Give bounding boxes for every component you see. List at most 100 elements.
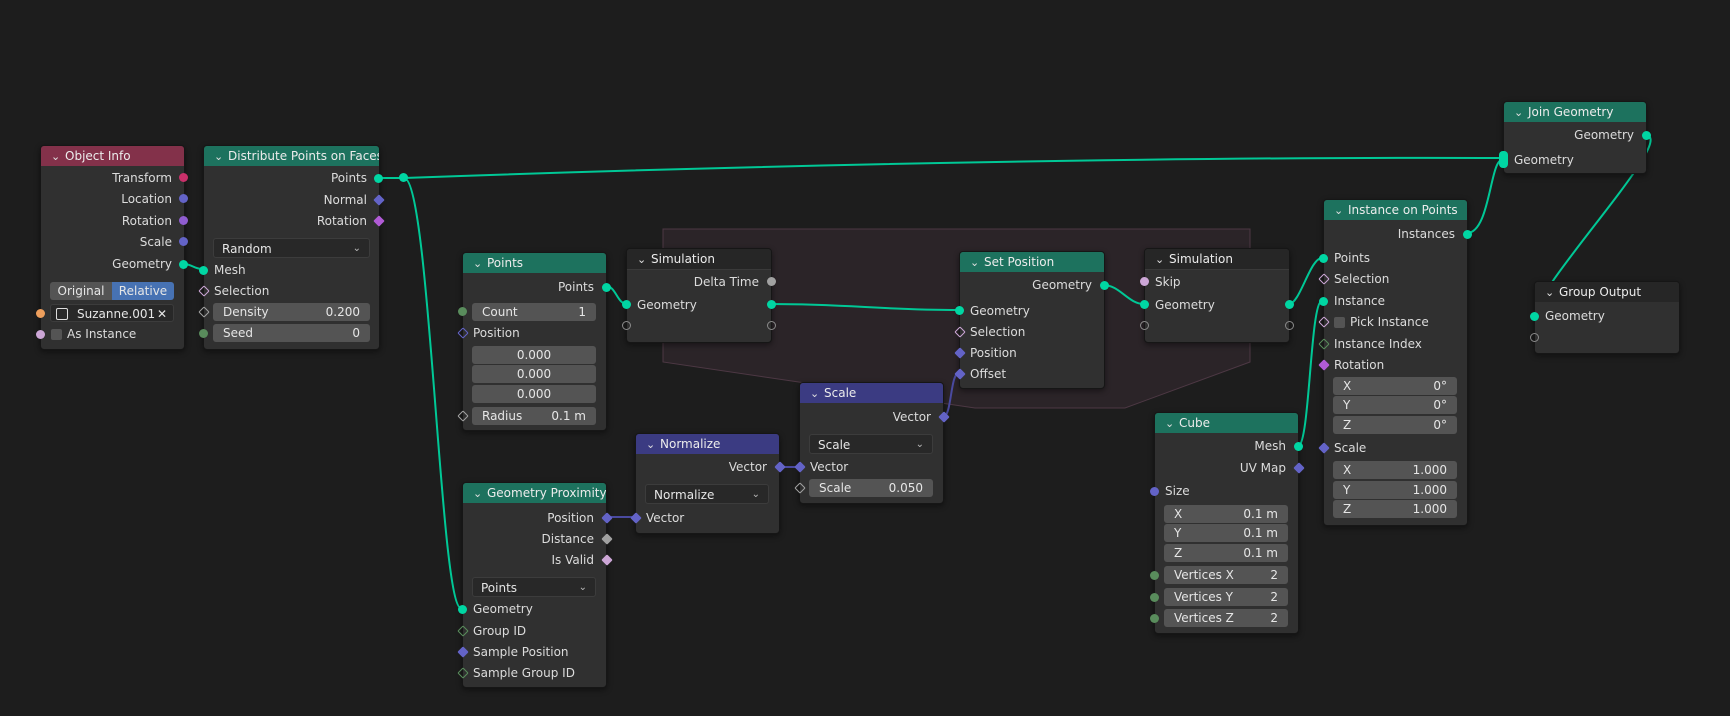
chevron-down-icon[interactable]: ⌄	[1514, 106, 1524, 119]
node-instance-on-points[interactable]: ⌄Instance on Points Instances Points Sel…	[1318, 199, 1472, 526]
input-socket-geometry[interactable]	[1530, 312, 1539, 321]
input-socket-geometry[interactable]	[622, 300, 631, 309]
output-socket-points[interactable]	[602, 283, 611, 292]
chevron-down-icon[interactable]: ⌄	[1334, 204, 1344, 217]
input-socket-size[interactable]	[1150, 487, 1159, 496]
input-socket-geometry[interactable]	[1140, 300, 1149, 309]
input-socket-mesh[interactable]	[199, 266, 208, 275]
input-socket-empty[interactable]	[1140, 321, 1149, 330]
output-socket-mesh[interactable]	[1294, 442, 1303, 451]
node-header[interactable]: ⌄Distribute Points on Faces	[204, 146, 379, 166]
node-header[interactable]: ⌄Simulation	[627, 249, 771, 270]
node-object-info[interactable]: ⌄Object Info Transform Location Rotation…	[36, 145, 188, 350]
node-normalize[interactable]: ⌄Normalize Vector Normalize⌄ Vector	[630, 433, 786, 534]
node-header[interactable]: ⌄Join Geometry	[1504, 102, 1646, 122]
output-socket-points[interactable]	[374, 174, 383, 183]
mode-relative-button[interactable]: Relative	[112, 282, 174, 300]
input-socket-geometry[interactable]	[955, 306, 964, 315]
target-element-dropdown[interactable]: Points⌄	[472, 577, 596, 597]
output-socket-delta-time[interactable]	[767, 277, 776, 286]
output-socket-geometry[interactable]	[179, 260, 188, 269]
node-header[interactable]: ⌄Scale	[800, 383, 943, 403]
mode-original-button[interactable]: Original	[50, 282, 112, 300]
input-socket-vertices-x[interactable]	[1150, 571, 1159, 580]
math-mode-dropdown[interactable]: Normalize⌄	[645, 484, 769, 504]
chevron-down-icon[interactable]: ⌄	[1165, 417, 1175, 430]
distribute-method-dropdown[interactable]: Random⌄	[213, 238, 370, 258]
pick-instance-checkbox[interactable]	[1334, 317, 1345, 328]
chevron-down-icon[interactable]: ⌄	[214, 150, 224, 163]
reroute-dot[interactable]	[399, 173, 408, 182]
input-socket-skip[interactable]	[1140, 277, 1149, 286]
node-header[interactable]: ⌄Points	[463, 253, 606, 273]
input-socket-empty[interactable]	[1530, 333, 1539, 342]
input-socket-vertices-y[interactable]	[1150, 593, 1159, 602]
input-socket-points[interactable]	[1319, 254, 1328, 263]
input-socket-vertices-z[interactable]	[1150, 614, 1159, 623]
input-socket-object[interactable]	[36, 309, 45, 318]
output-socket-empty[interactable]	[1285, 321, 1294, 330]
node-group-output[interactable]: ⌄Group Output Geometry	[1530, 281, 1680, 354]
output-socket-geometry[interactable]	[1285, 300, 1294, 309]
node-header[interactable]: ⌄Cube	[1155, 413, 1298, 433]
input-socket-instance[interactable]	[1319, 297, 1328, 306]
node-header[interactable]: ⌄Set Position	[960, 252, 1104, 272]
position-z-field[interactable]: 0.000	[472, 385, 596, 403]
chevron-down-icon[interactable]: ⌄	[1545, 286, 1555, 299]
chevron-down-icon[interactable]: ⌄	[810, 387, 820, 400]
input-socket-empty[interactable]	[622, 321, 631, 330]
input-socket-count[interactable]	[458, 307, 467, 316]
input-socket-seed[interactable]	[199, 329, 208, 338]
chevron-down-icon[interactable]: ⌄	[473, 487, 483, 500]
position-y-field[interactable]: 0.000	[472, 365, 596, 383]
chevron-down-icon[interactable]: ⌄	[646, 438, 656, 451]
object-field[interactable]: Suzanne.001 ✕	[50, 304, 174, 322]
node-set-position[interactable]: ⌄Set Position Geometry Geometry Selectio…	[954, 251, 1109, 389]
node-distribute-points-on-faces[interactable]: ⌄Distribute Points on Faces Points Norma…	[198, 145, 385, 350]
node-header[interactable]: ⌄Group Output	[1535, 282, 1679, 302]
node-join-geometry[interactable]: ⌄Join Geometry Geometry Geometry	[1499, 101, 1651, 174]
position-x-field[interactable]: 0.000	[472, 346, 596, 364]
math-mode-dropdown[interactable]: Scale⌄	[809, 434, 933, 454]
output-socket-scale[interactable]	[179, 237, 188, 246]
output-socket-transform[interactable]	[179, 173, 188, 182]
output-socket-location[interactable]	[179, 194, 188, 203]
node-header[interactable]: ⌄Geometry Proximity	[463, 483, 606, 503]
chevron-down-icon[interactable]: ⌄	[970, 256, 980, 269]
chevron-down-icon[interactable]: ⌄	[51, 150, 61, 163]
output-socket-instances[interactable]	[1463, 230, 1472, 239]
node-header[interactable]: ⌄Object Info	[41, 146, 184, 166]
input-socket-geometry[interactable]	[458, 605, 467, 614]
chevron-down-icon[interactable]: ⌄	[473, 257, 483, 270]
output-socket-geometry[interactable]	[1100, 281, 1109, 290]
node-simulation-input[interactable]: ⌄Simulation Delta Time Geometry	[622, 248, 776, 343]
chevron-down-icon[interactable]: ⌄	[1155, 253, 1165, 266]
node-simulation-output[interactable]: ⌄Simulation Skip Geometry	[1140, 248, 1294, 343]
node-header[interactable]: ⌄Instance on Points	[1324, 200, 1467, 220]
output-socket-empty[interactable]	[767, 321, 776, 330]
chevron-down-icon[interactable]: ⌄	[637, 253, 647, 266]
input-socket-as-instance[interactable]	[36, 330, 45, 339]
output-socket-geometry[interactable]	[767, 300, 776, 309]
as-instance-checkbox[interactable]	[51, 329, 62, 340]
output-socket-rotation[interactable]	[179, 216, 188, 225]
